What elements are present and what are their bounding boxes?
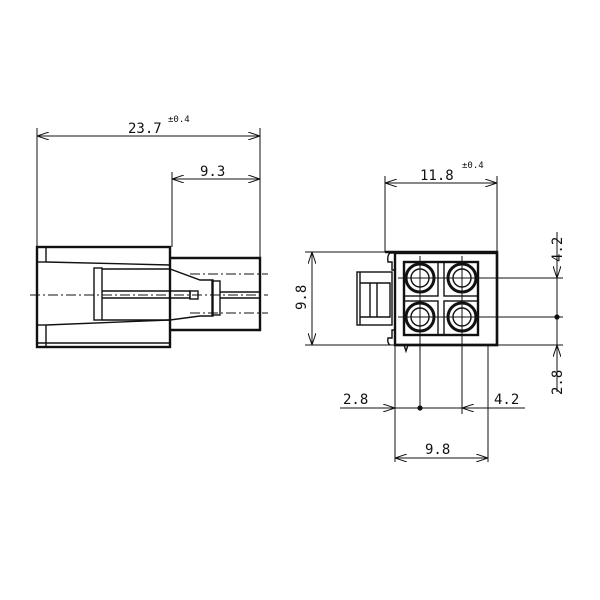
overall-tolerance-label: ±0.4 (168, 115, 190, 125)
cavity-grid (402, 260, 480, 337)
inner-width-label: 9.8 (425, 442, 450, 458)
overall-length-label: 23.7 (128, 121, 162, 137)
tail-length-label: 9.3 (200, 164, 225, 180)
width-tolerance-label: ±0.4 (462, 161, 484, 171)
pitch-horizontal-label: 4.2 (494, 392, 519, 408)
housing-body (35, 245, 172, 349)
side-view: 23.7 ±0.4 9.3 (30, 115, 268, 349)
latch (356, 271, 393, 326)
height-label: 9.8 (294, 285, 310, 310)
front-view: 11.8 ±0.4 9.8 (294, 161, 566, 462)
width-label: 11.8 (420, 168, 454, 184)
terminal-cavities (404, 262, 478, 333)
datum-dot (417, 405, 423, 411)
offset-vertical-label: 2.8 (550, 370, 566, 395)
housing-face (393, 251, 499, 347)
offset-horizontal-label: 2.8 (343, 392, 368, 408)
pitch-vertical-label: 4.2 (550, 237, 566, 262)
datum-dot (554, 314, 560, 320)
